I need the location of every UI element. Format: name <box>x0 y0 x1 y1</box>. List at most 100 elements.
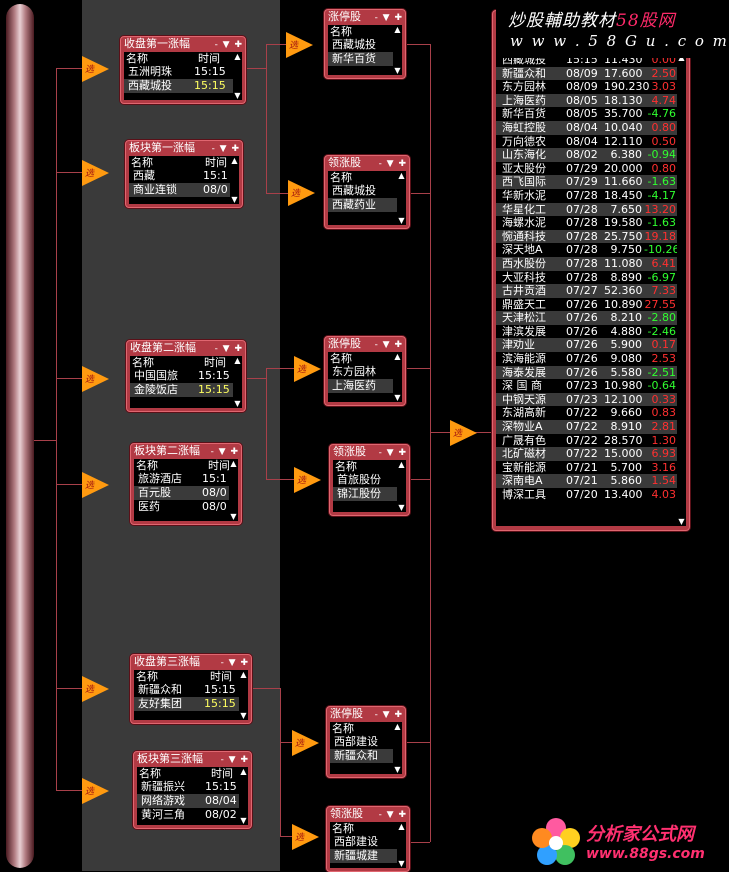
list-item[interactable]: 上海医药 <box>328 379 402 393</box>
window-controls[interactable]: - ▼ ✚ <box>374 710 403 720</box>
scrollbar[interactable]: ▲▼ <box>677 53 686 526</box>
scroll-up-icon[interactable]: ▲ <box>230 459 237 468</box>
scrollbar[interactable]: ▲▼ <box>233 52 242 100</box>
list-item[interactable]: 西藏城投 <box>332 38 376 51</box>
scroll-down-icon[interactable]: ▼ <box>234 399 241 408</box>
scroll-down-icon[interactable]: ▼ <box>678 517 685 526</box>
list-item[interactable]: 西藏城投 <box>332 184 376 197</box>
triangle-arrow-icon[interactable]: 选 <box>286 32 314 58</box>
list-item[interactable]: 首旅股份 <box>337 473 381 486</box>
scrollbar[interactable]: ▲▼ <box>233 356 242 408</box>
triangle-arrow-icon[interactable]: 选 <box>288 180 316 206</box>
scroll-down-icon[interactable]: ▼ <box>240 711 247 720</box>
window-leader-2[interactable]: 领涨股- ▼ ✚ 名称 首旅股份 锦江股份 ▲▼ <box>329 444 410 516</box>
triangle-arrow-icon[interactable]: 选 <box>82 160 110 186</box>
scroll-down-icon[interactable]: ▼ <box>394 66 401 75</box>
scroll-up-icon[interactable]: ▲ <box>394 352 401 361</box>
triangle-arrow-icon[interactable]: 选 <box>294 467 322 493</box>
scrollbar[interactable]: ▲▼ <box>393 25 402 75</box>
window-controls[interactable]: - ▼ ✚ <box>374 13 403 23</box>
triangle-arrow-icon[interactable]: 选 <box>450 420 478 446</box>
list-item[interactable]: 新疆城建 <box>330 849 406 863</box>
list-item[interactable]: 锦江股份 <box>333 487 406 501</box>
window-controls[interactable]: - ▼ ✚ <box>378 159 407 169</box>
window-controls[interactable]: - ▼ ✚ <box>211 144 240 154</box>
triangle-arrow-icon[interactable]: 选 <box>82 56 110 82</box>
scroll-up-icon[interactable]: ▲ <box>398 822 405 831</box>
triangle-arrow-icon[interactable]: 选 <box>82 472 110 498</box>
scroll-up-icon[interactable]: ▲ <box>398 171 405 180</box>
window-controls[interactable]: - ▼ ✚ <box>378 810 407 820</box>
scrollbar[interactable]: ▲▼ <box>230 156 239 204</box>
scroll-up-icon[interactable]: ▲ <box>240 767 247 776</box>
scroll-up-icon[interactable]: ▲ <box>240 670 247 679</box>
list-item[interactable]: 新华百货 <box>328 52 402 66</box>
triangle-arrow-icon[interactable]: 选 <box>294 356 322 382</box>
window-controls[interactable]: - ▼ ✚ <box>214 344 243 354</box>
window-controls[interactable]: - ▼ ✚ <box>210 447 239 457</box>
triangle-arrow-icon[interactable]: 选 <box>82 366 110 392</box>
scrollbar[interactable]: ▲▼ <box>397 171 406 225</box>
triangle-arrow-icon[interactable]: 选 <box>292 824 320 850</box>
window-limit-up-1[interactable]: 涨停股- ▼ ✚ 名称 西藏城投 新华百货 ▲▼ <box>324 9 406 79</box>
scroll-down-icon[interactable]: ▼ <box>230 512 237 521</box>
scroll-up-icon[interactable]: ▲ <box>394 722 401 731</box>
scrollbar[interactable]: ▲▼ <box>393 722 402 774</box>
scroll-up-icon[interactable]: ▲ <box>394 25 401 34</box>
scroll-down-icon[interactable]: ▼ <box>394 765 401 774</box>
scroll-down-icon[interactable]: ▼ <box>231 195 238 204</box>
scroll-up-icon[interactable]: ▲ <box>398 460 405 469</box>
list-item[interactable]: 西部建设 <box>334 735 378 748</box>
window-leader-3[interactable]: 领涨股- ▼ ✚ 名称 西部建设 新疆城建 ▲▼ <box>326 806 410 872</box>
scrollbar[interactable]: ▲▼ <box>393 352 402 402</box>
window-leader-1[interactable]: 领涨股- ▼ ✚ 名称 西藏城投 西藏药业 ▲▼ <box>324 155 410 229</box>
scroll-up-icon[interactable]: ▲ <box>234 52 241 61</box>
scroll-up-icon[interactable]: ▲ <box>231 156 238 165</box>
window-controls[interactable]: - ▼ ✚ <box>220 658 249 668</box>
